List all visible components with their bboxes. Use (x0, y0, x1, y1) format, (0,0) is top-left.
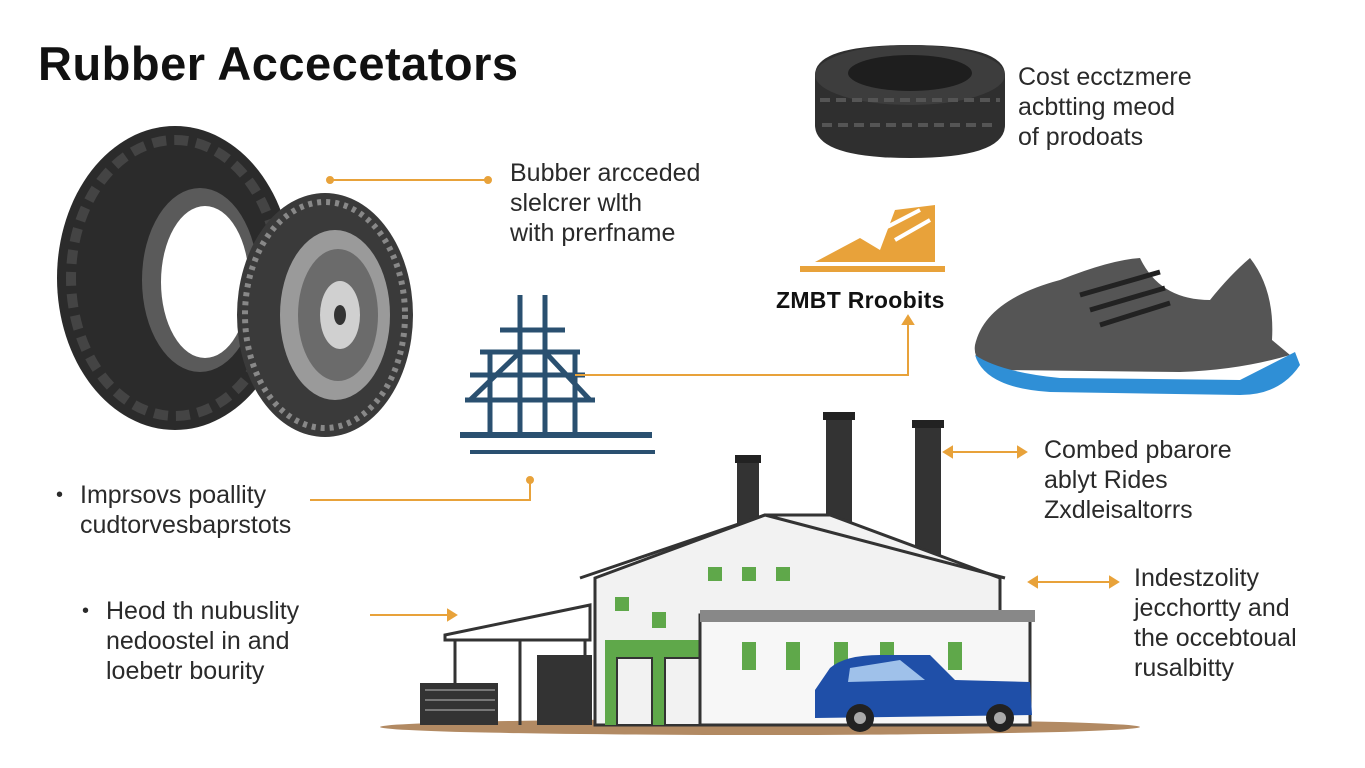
callout-tire: Bubber arcceded slelcrer wlth with prerf… (510, 159, 701, 247)
callout-right-1: Combed pbarore ablyt Rides Zxdleisaltorr… (1044, 436, 1232, 524)
tire-icon (57, 126, 293, 430)
callout-left-1: Imprsovs poallity cudtorvesbaprstots (56, 480, 291, 540)
callout-right-2: Indestzolity jecchortty and the occebtou… (1134, 564, 1297, 682)
page-title: Rubber Accecetators (38, 37, 519, 90)
tire-with-rim-icon (237, 193, 413, 437)
scaffold-icon (460, 295, 655, 454)
callout-left-2: Heod th nubuslity nedoostel in and loebe… (82, 596, 299, 686)
brand-name: ZMBT Rroobits (776, 287, 945, 313)
connector-lines (310, 176, 1120, 622)
mountain-logo-icon (800, 205, 945, 272)
truck-icon (815, 655, 1032, 732)
shoe-icon (974, 258, 1300, 395)
rubber-ring-icon (815, 45, 1005, 158)
callout-top-right: Cost ecctzmere acbtting meod of prodoats (1018, 63, 1192, 151)
